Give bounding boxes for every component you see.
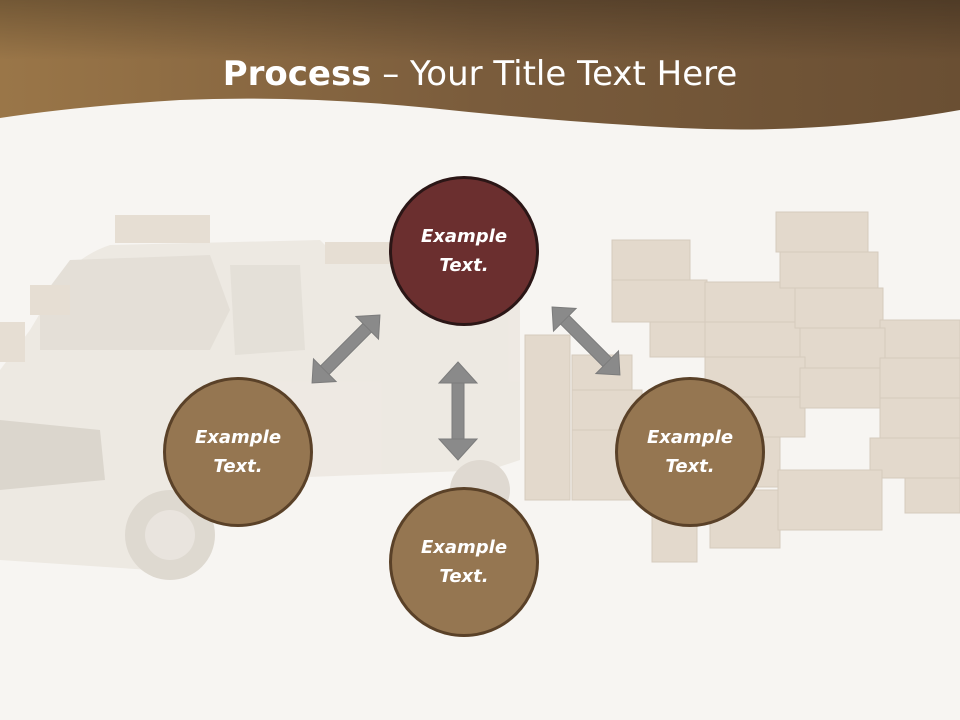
node-bottom-text: Example Text. [420, 537, 508, 587]
process-node-bottom: Example Text. [389, 487, 539, 637]
process-node-top: Example Text. [389, 176, 539, 326]
node-right-text: Example Text. [646, 427, 734, 477]
arrow-top-right [551, 306, 621, 376]
arrow-top-left [311, 314, 381, 384]
cardboard-boxes-image [524, 211, 960, 563]
process-node-right: Example Text. [615, 377, 765, 527]
process-node-left: Example Text. [163, 377, 313, 527]
connector-arrows [311, 306, 621, 461]
title-bold-part: Process [222, 54, 372, 94]
title-rest-part: – Your Title Text Here [371, 54, 738, 94]
slide-title: Process – Your Title Text Here [0, 52, 960, 96]
node-top-text: Example Text. [420, 226, 508, 276]
arrow-vertical [437, 361, 479, 461]
node-left-text: Example Text. [194, 427, 282, 477]
